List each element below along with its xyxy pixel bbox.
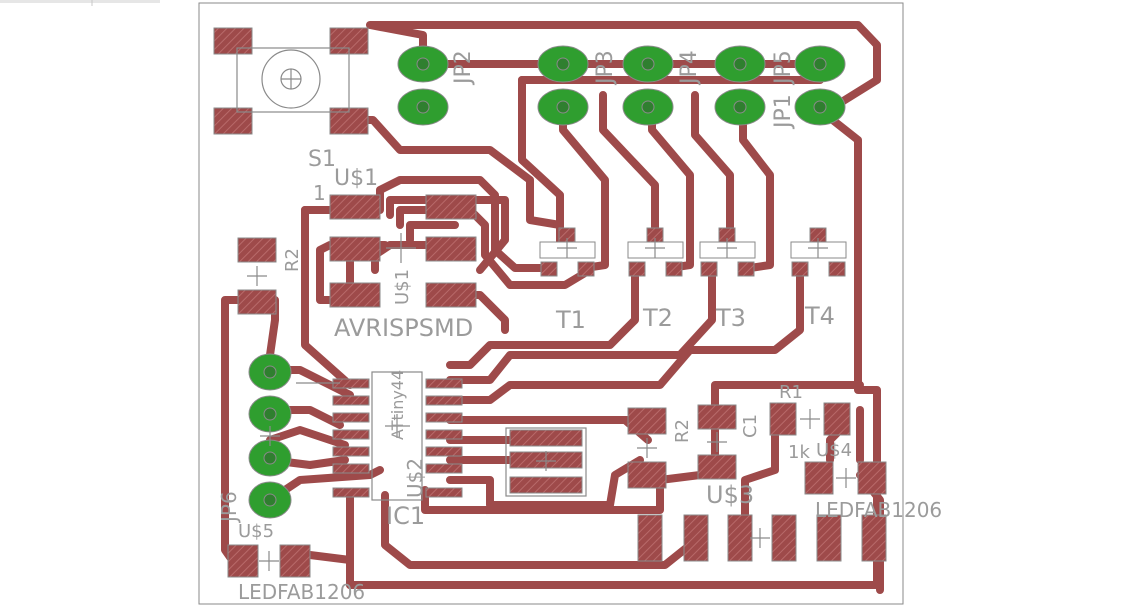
through-hole-pads xyxy=(248,45,846,519)
label-ic1: IC1 xyxy=(386,502,425,530)
label-jp1: JP1 xyxy=(771,94,796,130)
label-ledfab-left: LEDFAB1206 xyxy=(238,580,365,604)
label-jp5: JP5 xyxy=(771,50,796,86)
label-r1-value: 1k xyxy=(788,442,810,463)
label-us1: U$1 xyxy=(334,166,378,191)
label-us4: U$4 xyxy=(816,440,852,461)
label-ledfab-right: LEDFAB1206 xyxy=(815,498,942,522)
label-jp3: JP3 xyxy=(593,50,618,86)
label-ic-chip: ATtiny44 xyxy=(388,370,407,440)
label-t1: T1 xyxy=(555,306,586,334)
board-outline xyxy=(198,2,904,605)
label-us5: U$5 xyxy=(238,521,274,542)
label-us1-vertical: U$1 xyxy=(392,269,413,305)
traces xyxy=(221,21,884,594)
pads xyxy=(213,27,887,578)
label-t4: T4 xyxy=(804,302,835,330)
label-avrisp: AVRISPSMD xyxy=(334,314,473,342)
label-jp2: JP2 xyxy=(451,50,476,86)
label-jp6: JP6 xyxy=(217,491,241,524)
label-t3: T3 xyxy=(715,304,746,332)
label-c1: C1 xyxy=(740,414,761,438)
label-s1: S1 xyxy=(308,147,336,172)
label-us2: U$2 xyxy=(403,458,427,498)
label-r2-left: R2 xyxy=(282,248,303,272)
component-outlines xyxy=(236,47,856,571)
label-r1: R1 xyxy=(779,382,803,403)
window-edge xyxy=(0,0,160,3)
label-t2: T2 xyxy=(642,304,673,332)
label-us3: U$3 xyxy=(706,481,754,509)
label-jp4: JP4 xyxy=(677,50,702,86)
labels: JP2 JP3 JP4 JP5 JP1 S1 U$1 1 R2 AVRISPSM… xyxy=(217,50,942,604)
label-pin1: 1 xyxy=(313,181,326,205)
label-r2-center: R2 xyxy=(672,419,693,443)
